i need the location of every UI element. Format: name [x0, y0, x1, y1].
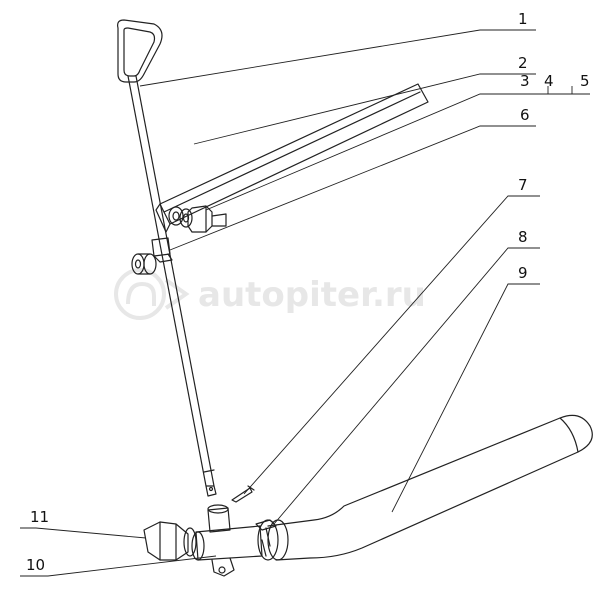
watermark-text: autopiter.ru: [198, 275, 426, 315]
callout-4: 4: [544, 72, 554, 90]
callout-9: 9: [518, 264, 528, 282]
leader-line-2: [193, 73, 536, 145]
leader-line-6: [169, 125, 536, 251]
leader-line-8: [273, 247, 540, 525]
tee-fitting: [191, 504, 263, 577]
cotter-pin: [231, 485, 255, 503]
leader-lines: [20, 29, 590, 577]
watermark: autopiter.ru: [114, 268, 426, 320]
leader-line-10: [20, 555, 217, 577]
mounting-bracket: [155, 83, 429, 233]
callout-10: 10: [26, 556, 45, 574]
callout-7: 7: [518, 176, 528, 194]
callout-5: 5: [580, 72, 590, 90]
dipstick-handle: [117, 19, 163, 83]
union-nut: [143, 521, 197, 561]
leader-line-1: [139, 29, 536, 87]
leader-line-9: [391, 283, 540, 513]
rod-clamp: [151, 237, 173, 263]
bolt-washer-set: [168, 205, 227, 233]
callout-11: 11: [30, 508, 49, 526]
callout-8: 8: [518, 228, 528, 246]
leader-line-7: [243, 195, 540, 495]
leader-line-11: [20, 527, 147, 539]
callout-2: 2: [518, 54, 528, 72]
leader-line-3-5: [205, 93, 590, 211]
hose: [267, 414, 593, 561]
watermark-logo-icon: [114, 268, 190, 320]
callout-1: 1: [518, 10, 528, 28]
callout-3: 3: [520, 72, 530, 90]
spacer-sleeve: [131, 253, 157, 275]
callout-6: 6: [520, 106, 530, 124]
dipstick-rod: [127, 75, 217, 497]
callout-labels: 1 2 3 4 5 6 7 8 9 10 11: [26, 10, 590, 574]
